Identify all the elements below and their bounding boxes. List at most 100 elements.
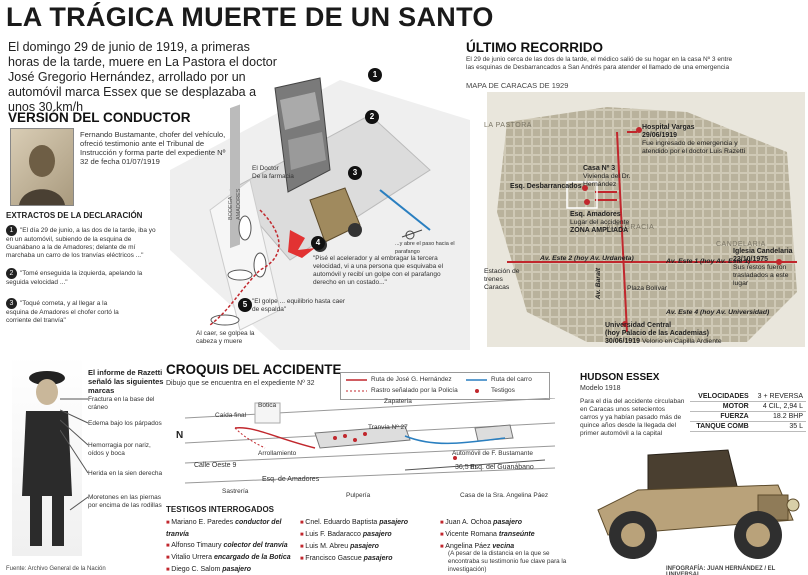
croquis-casa-paez: Casa de la Sra. Angelina Páez	[460, 492, 549, 499]
scene-quote-5: "El golpe ... equilibrio hasta caer de e…	[252, 298, 345, 313]
pedestrian-label: ...y abre el paso hacia el parafango	[395, 241, 455, 255]
croquis-botica: Botica	[258, 402, 277, 409]
witness: Angelina Páez vecina	[440, 541, 565, 553]
impact-burst	[288, 230, 315, 258]
caracas-map	[487, 92, 805, 347]
croquis-legend: Ruta de José G. Hernández Rastro señalad…	[340, 372, 550, 400]
legend-trail: Rastro señalado por la Policía	[371, 387, 458, 394]
hudson-essex-car-illustration	[597, 449, 800, 559]
mark-4: Herida en la sien derecha	[88, 470, 163, 477]
witness: Juan A. Ochoa pasajero	[440, 517, 565, 529]
accident-scene-illustration	[170, 77, 470, 350]
croquis-auto: Automóvil de F. Bustamante	[452, 450, 533, 457]
mark-3: Hemorragia por nariz, oídos y boca	[88, 442, 151, 457]
map-point-station: Estación de trenes Caracas	[484, 268, 520, 291]
store-sign: BODEGA AMADORES	[228, 188, 242, 220]
car-heading: HUDSON ESSEX	[580, 372, 660, 383]
croquis-pulperia: Pulpería	[346, 492, 371, 499]
north-icon: N	[176, 430, 184, 441]
legend-witnesses: Testigos	[491, 387, 515, 394]
map-point-plaza: Plaza Bolívar	[627, 285, 668, 292]
fall-label: Al caer, se golpea la cabeza y muere	[196, 330, 255, 345]
croquis-sastreria: Sastrería	[222, 488, 249, 495]
hernandez-figure	[12, 356, 82, 556]
quote-3: 3"Toqué corneta, y al llegar a la esquin…	[6, 298, 119, 324]
intro-text: El domingo 29 de junio de 1919, a primer…	[8, 40, 277, 114]
croquis-caida: Caída final	[215, 412, 247, 419]
witnesses-col-3: Juan A. Ochoa pasajero Vicente Romana tr…	[440, 517, 565, 553]
croquis-distance: 36,5 m	[455, 464, 477, 471]
map-title: MAPA DE CARACAS DE 1929	[466, 81, 569, 90]
quote-2: 2"Tomé enseguida la izquierda, apelando …	[6, 268, 143, 286]
car-model: Modelo 1918	[580, 385, 621, 392]
scene-marker-3: 3	[348, 166, 362, 180]
compass-icon	[405, 230, 415, 240]
witness: Mariano E. Paredes conductor del tranvía	[166, 517, 296, 540]
credit-footer: INFOGRAFÍA: JUAN HERNÁNDEZ / EL UNIVERSA…	[666, 566, 776, 575]
croquis-arrollamiento: Arrollamiento	[258, 450, 297, 457]
witness: Luis F. Badaracco pasajero	[300, 529, 430, 541]
driver-heading: VERSIÓN DEL CONDUCTOR	[8, 110, 191, 125]
extracts-heading: EXTRACTOS DE LA DECLARACIÓN	[6, 211, 143, 220]
witness: Luis M. Abreu pasajero	[300, 541, 430, 553]
croquis-heading: CROQUIS DEL ACCIDENTE	[166, 362, 342, 377]
legend-car: Ruta del carro	[491, 376, 532, 383]
district-la-pastora: LA PASTORA	[484, 122, 532, 129]
district-altagracia: ALTAGRACIA	[606, 224, 655, 231]
croquis-esq-amadores: Esq. de Amadores	[262, 476, 320, 483]
page-title: LA TRÁGICA MUERTE DE UN SANTO	[6, 2, 494, 32]
croquis-calle: Calle Oeste 9	[194, 462, 237, 469]
scene-marker-5: 5	[238, 298, 252, 312]
driver-bio: Fernando Bustamante, chofer del vehículo…	[80, 130, 226, 166]
scene-quote-4: "Pisé el acelerador y al embragar la ter…	[313, 255, 444, 286]
witnesses-col-1: Mariano E. Paredes conductor del tranvía…	[166, 517, 296, 575]
car-description: Para el día del accidente circulaban en …	[580, 398, 685, 437]
croquis-sub: Dibujo que se encuentra en el expediente…	[166, 380, 315, 387]
street-baralt: Av. Baralt	[595, 268, 602, 300]
map-point-universidad: Universidad Central(hoy Palacio de las A…	[605, 322, 722, 345]
witnesses-col-2: Cnel. Eduardo Baptista pasajero Luis F. …	[300, 517, 430, 565]
witness: Diego C. Salom pasajero	[166, 564, 296, 575]
croquis-drawing	[184, 398, 556, 484]
witness: Vicente Romana transeúnte	[440, 529, 565, 541]
witness: Francisco Gascue pasajero	[300, 553, 430, 565]
scene-marker-1: 1	[368, 68, 382, 82]
croquis-zapateria: Zapatería	[384, 398, 412, 405]
witnesses-heading: TESTIGOS INTERROGADOS	[166, 505, 275, 514]
street-urdaneta: Av. Este 2 (hoy Av. Urdaneta)	[540, 255, 634, 262]
tram-illustration	[274, 77, 331, 193]
mark-2: Edema bajo los párpados	[88, 420, 162, 427]
street-universidad: Av. Este 4 (hoy Av. Universidad)	[666, 309, 770, 316]
mark-1: Fractura en la base del cráneo	[88, 396, 155, 411]
district-candelaria: CANDELARIA	[716, 241, 766, 248]
route-heading: ÚLTIMO RECORRIDO	[466, 40, 603, 55]
razetti-leader-lines	[60, 398, 89, 511]
razetti-heading: El informe de Razetti señaló las siguien…	[88, 368, 164, 395]
source-footer: Fuente: Archivo General de la Nación	[6, 566, 106, 572]
legend-route: Ruta de José G. Hernández	[371, 376, 452, 383]
scene-marker-2: 2	[365, 110, 379, 124]
croquis-tranvia: Tranvía Nº 27	[368, 424, 408, 431]
witness: Vitalio Urrera encargado de la Botica	[166, 552, 296, 564]
croquis-esq-guanabano: Esq. del Guanábano	[470, 464, 534, 471]
witness-note: (A pesar de la distancia en la que se en…	[448, 550, 567, 573]
map-point-desbarrancados: Esq. Desbarrancados	[510, 183, 582, 190]
route-description: El 29 de junio cerca de las dos de la ta…	[466, 56, 733, 71]
street-este1: Av. Este 1 (hoy Av. Este 1)	[666, 258, 751, 265]
witness: Alfonso Timaury colector del tranvía	[166, 540, 296, 552]
mark-5: Moretones en las piernas por encima de l…	[88, 494, 162, 509]
witness: Cnel. Eduardo Baptista pasajero	[300, 517, 430, 529]
quote-1: 1"El día 29 de junio, a las dos de la ta…	[6, 225, 156, 259]
driver-photo	[10, 128, 74, 206]
scene-marker-4: 4	[311, 236, 325, 250]
